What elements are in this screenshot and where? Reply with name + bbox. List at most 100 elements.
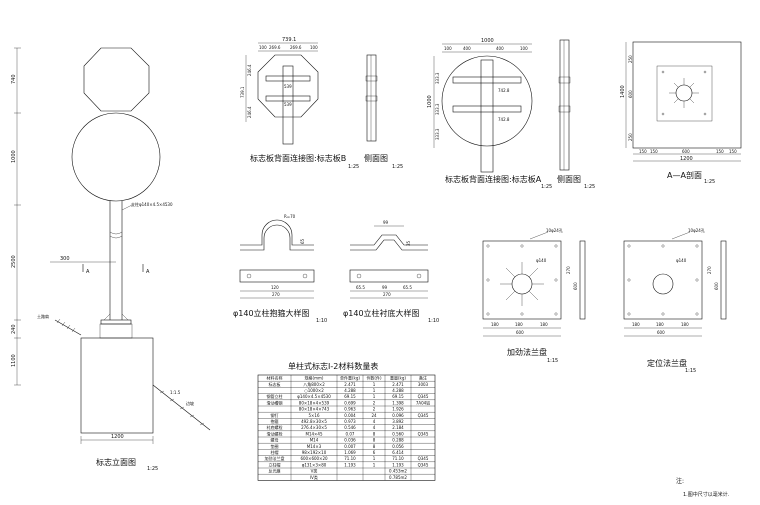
plate-dim-65b: 65.5 [403,285,412,290]
aa-dim-600h: 600 [682,149,690,154]
panel-a-dim-400b: 400 [496,46,504,51]
panel-b-back: 739.1 100 269.6 269.6 100 246.4 739.1 24… [240,37,403,170]
table-header-cell: 重量(kg) [390,375,406,381]
aa-dim-600v: 600 [628,90,633,98]
aa-dim-1400: 1400 [620,85,626,98]
pos-flange-dim-270: 270 [707,266,712,274]
section-a-a: 1400 250 600 250 150 150 600 150 150 120… [620,41,742,185]
table-cell: 滑动螺栓 [267,430,283,436]
table-frame [257,374,436,481]
table-cell: φ131×3×80 [302,462,327,467]
table-cell: 0.560 [392,431,404,436]
plate-dim-270: 270 [383,292,391,297]
aa-dim-150c: 150 [716,149,724,154]
table-cell: 6 [373,450,376,455]
rib-flange-dim-270: 270 [566,266,571,274]
table-cell: 2.471 [392,382,404,387]
panel-a-scale: 1:25 [541,184,552,190]
clamp-dim-120: 120 [271,285,279,290]
table-cell: ○1000×2 [304,388,324,393]
panel-b-scale: 1:25 [348,164,359,170]
table-cell: 加劲法兰盘 [265,455,285,461]
clamp-scale: 1:10 [316,318,327,324]
table-cell: M14×3 [307,444,322,449]
table-cell: 98×192×10 [302,450,327,455]
octagon-sign-panel [83,47,150,112]
aa-scale: 1:25 [704,179,715,185]
table-cell: Ⅴ类 [311,468,318,474]
panel-a-dim-333b: 333.3 [435,103,440,115]
table-cell: 衬底螺栓 [267,424,283,430]
plate-dim-99: 99 [383,220,389,225]
panel-a-dim-width: 1000 [481,38,494,44]
table-cell: 0.07 [346,431,355,436]
table-cell: 2.471 [344,382,356,387]
table-cell: 71.10 [344,456,356,461]
rib-flange-dim-600h: 600 [516,330,524,335]
aa-dim-1200: 1200 [680,156,693,162]
table-cell: 0.785m2 [389,475,407,480]
table-cell: 0.699 [344,400,356,405]
table-cell: 1.398 [392,400,404,405]
table-cell: 0.056 [392,444,404,449]
rib-flange-title: 加劲法兰盘 [507,347,547,357]
clamp-radius: R=70 [284,214,296,219]
clamp-dim-65: 65 [300,238,305,244]
table-cell: 0.288 [392,438,404,443]
table-cell: 1 [373,394,376,399]
table-cell: 八角800×2 [303,381,325,387]
table-cell: 1 [373,462,376,467]
table-cell: 0.973 [344,419,356,424]
pos-flange-title: 定位法兰盘 [647,358,687,368]
table-cell: 71.10 [392,456,404,461]
table-cell: 标志板 [269,381,281,387]
notes-label: 注: [676,477,684,485]
dim-1100: 1100 [11,354,17,367]
panel-b-dim-269a: 269.6 [269,45,281,50]
table-cell: 1.193 [392,462,404,467]
panel-b-side-scale: 1:25 [392,164,403,170]
panel-b-dim-100b: 100 [310,45,318,50]
aa-dim-150b: 150 [650,149,658,154]
table-cell: 钢管立柱 [267,393,283,399]
table-cell: 4.288 [392,388,404,393]
table-cell: 1.193 [344,462,356,467]
pos-flange-dim-180a: 180 [632,322,640,327]
table-cell: φ140×4.5×4530 [297,394,331,399]
dim-300: 300 [60,256,70,262]
table-cell: 1 [373,388,376,393]
aa-dim-250a: 250 [628,55,633,63]
clamp-title: φ140立柱抱箍大样图 [233,308,310,318]
table-title: 单柱式标志Ⅰ-2材料数量表 [288,361,378,371]
plate-scale: 1:10 [428,318,439,324]
plate-dim-99b: 99 [382,285,388,290]
rib-flange-pipe: φ140 [536,258,547,263]
pos-flange-dim-180b: 180 [656,322,664,327]
foundation [80,337,154,434]
table-cell: 4 [373,419,376,424]
slope-ratio: 1:1.5 [170,390,181,395]
table-cell: Q345 [418,413,429,418]
rib-flange-dim-180a: 180 [491,322,499,327]
table-cell: 0.096 [392,413,404,418]
panel-a-inner-dim-2: 742.8 [498,117,510,122]
slope-right-label: 边坡 [186,400,194,406]
table-cell: 0.963 [344,407,356,412]
panel-b-dim-100a: 100 [259,45,267,50]
panel-a-inner-dim-1: 742.8 [498,88,510,93]
table-cell: 0.546 [344,425,356,430]
dim-2500: 2500 [11,255,17,268]
aa-title: A—A剖面 [667,170,702,180]
panel-a-dim-333c: 333.3 [435,128,440,140]
table-cell: 80×18×4×539 [299,400,330,405]
panel-a-dim-333a: 333.3 [435,72,440,84]
rib-flange: 10φ24孔 φ140 270 600 180 180 180 600 加劲法兰… [482,227,586,364]
table-cell: 0.004 [344,413,356,418]
table-cell: 4.288 [344,388,356,393]
clamp-dim-270: 270 [272,292,280,297]
table-cell: Ⅳ类 [310,474,318,480]
table-cell: M14 [310,438,319,443]
plate-title: φ140立柱衬底大样图 [343,308,420,318]
plate-dim-35: 35 [406,240,411,246]
